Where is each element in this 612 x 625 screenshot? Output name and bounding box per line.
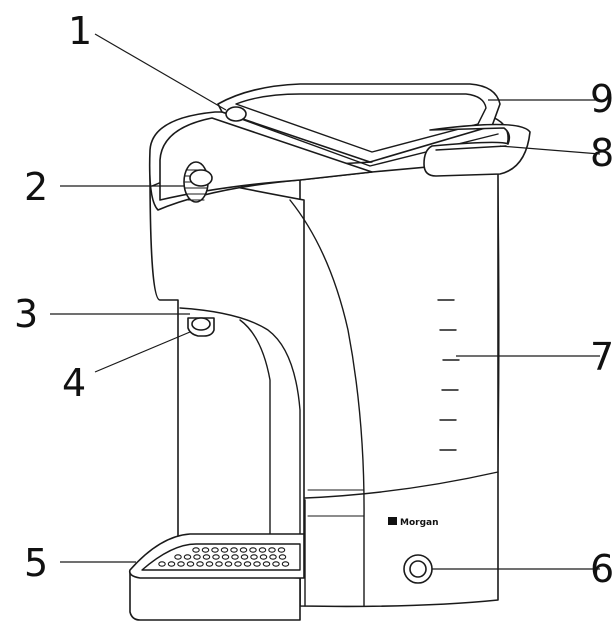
- callout-6: 6: [590, 547, 612, 591]
- callout-5: 5: [24, 541, 48, 585]
- callout-9: 9: [590, 77, 612, 121]
- drip-tray-hole: [192, 547, 200, 553]
- drip-tray-hole: [158, 561, 166, 567]
- drip-tray-grille: [158, 547, 290, 567]
- control-knob-icon: [183, 161, 213, 203]
- callout-2: 2: [24, 165, 48, 209]
- drip-tray-hole: [277, 547, 286, 553]
- drip-tray-hole: [205, 561, 214, 567]
- spout: [187, 317, 215, 337]
- drip-tray-hole: [250, 554, 258, 560]
- drip-tray-hole: [221, 554, 230, 560]
- leader-lines: [50, 33, 601, 570]
- drip-tray-hole: [220, 547, 229, 553]
- drip-tray-hole: [202, 554, 211, 560]
- drip-tray-hole: [258, 547, 267, 553]
- drip-tray-hole: [186, 561, 195, 567]
- callout-7: 7: [590, 335, 612, 379]
- callout-3: 3: [14, 292, 38, 336]
- drip-tray-hole: [243, 561, 252, 567]
- drip-tray-hole: [196, 561, 204, 567]
- drip-tray-hole: [224, 561, 233, 567]
- drip-tray-hole: [259, 554, 268, 560]
- drip-tray-hole: [211, 547, 219, 553]
- drip-tray-hole: [278, 554, 287, 560]
- drip-tray-hole: [268, 547, 276, 553]
- drip-tray-hole: [240, 554, 249, 560]
- drip-tray-hole: [262, 561, 271, 567]
- drip-tray-hole: [167, 561, 176, 567]
- callout-4: 4: [62, 361, 86, 405]
- drip-tray-hole: [281, 561, 290, 567]
- drip-tray-hole: [239, 547, 248, 553]
- lid-release-button: [225, 106, 247, 122]
- drip-tray-hole: [231, 554, 239, 560]
- callout-8: 8: [590, 131, 612, 175]
- drip-tray-hole: [230, 547, 238, 553]
- brand-logo: Morgan: [400, 518, 439, 528]
- water-level-gauge: [437, 299, 460, 451]
- base-front: Morgan: [388, 517, 439, 584]
- drip-tray-hole: [253, 561, 261, 567]
- drip-tray-hole: [249, 547, 257, 553]
- drip-tray-hole: [193, 554, 201, 560]
- drip-tray-hole: [234, 561, 242, 567]
- brand-mark-icon: [388, 517, 397, 525]
- drip-tray-hole: [212, 554, 220, 560]
- dispenser-head: [148, 83, 531, 211]
- callout-labels: 1 2 3 4 5 6 7 8 9: [14, 9, 612, 591]
- drip-tray-hole: [183, 554, 192, 560]
- drip-tray-hole: [272, 561, 280, 567]
- callout-1: 1: [68, 9, 92, 53]
- drip-tray-hole: [174, 554, 182, 560]
- drip-tray: [128, 533, 305, 621]
- drip-tray-hole: [269, 554, 277, 560]
- drip-tray-hole: [177, 561, 185, 567]
- drip-tray-hole: [201, 547, 210, 553]
- drip-tray-hole: [215, 561, 223, 567]
